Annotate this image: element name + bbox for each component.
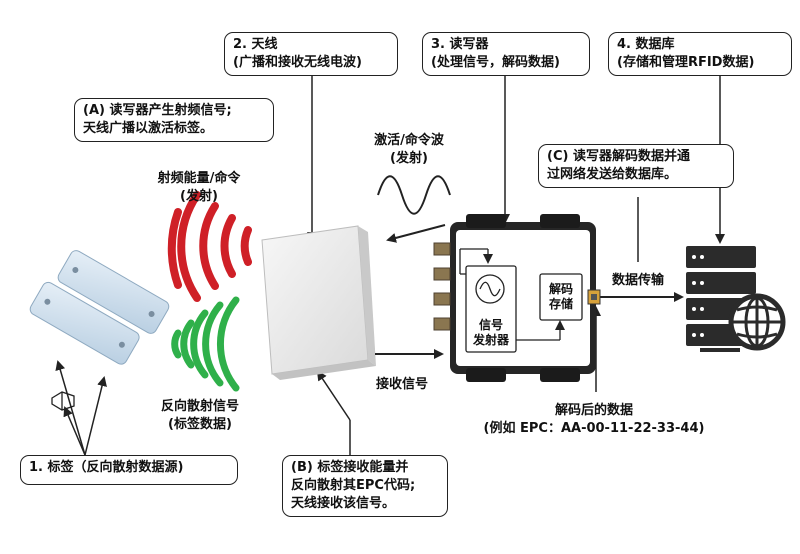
receive-signal-text: 接收信号 xyxy=(376,377,429,392)
step-a-line1: (A) 读写器产生射频信号; xyxy=(83,103,232,118)
backscatter-line1: 反向散射信号 xyxy=(160,399,239,414)
reader-title-line2: (处理信号，解码数据) xyxy=(431,55,560,70)
signal-transmitter-line1: 信号 xyxy=(478,318,503,332)
data-transfer-text: 数据传输 xyxy=(612,273,665,288)
rfid-reader-icon xyxy=(433,214,596,382)
rf-energy-line2: (发射) xyxy=(180,189,218,204)
step-b-box: (B) 标签接收能量并 反向散射其EPC代码; 天线接收该信号。 xyxy=(282,455,448,517)
signal-arrows xyxy=(375,224,684,359)
decode-store-label: 解码 存储 xyxy=(540,282,582,312)
rf-energy-waves xyxy=(167,191,252,302)
step-b-line2: 反向散射其EPC代码; xyxy=(291,478,416,493)
reader-title-box: 3. 读写器 (处理信号，解码数据) xyxy=(422,32,590,76)
backscatter-line2: (标签数据) xyxy=(168,417,232,432)
activation-wave-line2: (发射) xyxy=(390,151,428,166)
step-b-line1: (B) 标签接收能量并 xyxy=(291,460,409,475)
tag-title-line1: 1. 标签（反向散射数据源) xyxy=(29,460,184,475)
step-a-line2: 天线广播以激活标签。 xyxy=(83,121,214,136)
signal-transmitter-label: 信号 发射器 xyxy=(466,318,516,348)
decoded-data-line1: 解码后的数据 xyxy=(554,403,633,418)
tag-title-box: 1. 标签（反向散射数据源) xyxy=(20,455,238,485)
signal-transmitter-line2: 发射器 xyxy=(472,333,509,347)
decode-store-line1: 解码 xyxy=(548,282,573,296)
antenna-title-line2: (广播和接收无线电波) xyxy=(233,55,362,70)
antenna-title-box: 2. 天线 (广播和接收无线电波) xyxy=(224,32,398,76)
rf-energy-label: 射频能量/命令 (发射) xyxy=(140,170,258,206)
sine-wave-icon xyxy=(377,175,451,215)
ethernet-port-icon xyxy=(587,289,601,305)
antenna-title-line1: 2. 天线 xyxy=(233,37,278,52)
receive-signal-label: 接收信号 xyxy=(376,376,428,394)
database-title-line1: 4. 数据库 xyxy=(617,37,675,52)
backscatter-waves xyxy=(171,296,240,392)
decode-store-line2: 存储 xyxy=(548,297,573,311)
rfid-tag-icon xyxy=(29,250,170,365)
database-title-box: 4. 数据库 (存储和管理RFID数据) xyxy=(608,32,792,76)
step-c-line2: 过网络发送给数据库。 xyxy=(547,167,678,182)
reader-title-line1: 3. 读写器 xyxy=(431,37,489,52)
globe-icon xyxy=(728,293,786,351)
decoded-data-line2: (例如 EPC：AA-00-11-22-33-44) xyxy=(483,421,705,436)
backscatter-label: 反向散射信号 (标签数据) xyxy=(146,398,254,434)
activation-wave-line1: 激活/命令波 xyxy=(374,133,444,148)
step-a-box: (A) 读写器产生射频信号; 天线广播以激活标签。 xyxy=(74,98,274,142)
sensor-tag-icon xyxy=(51,391,75,411)
data-transfer-label: 数据传输 xyxy=(612,272,664,290)
antenna-panel-icon xyxy=(261,225,376,380)
decoded-data-label: 解码后的数据 (例如 EPC：AA-00-11-22-33-44) xyxy=(472,402,716,438)
step-b-line3: 天线接收该信号。 xyxy=(291,496,396,511)
step-c-line1: (C) 读写器解码数据并通 xyxy=(547,149,690,164)
database-title-line2: (存储和管理RFID数据) xyxy=(617,55,755,70)
step-c-box: (C) 读写器解码数据并通 过网络发送给数据库。 xyxy=(538,144,734,188)
activation-wave-label: 激活/命令波 (发射) xyxy=(356,132,462,168)
rf-energy-line1: 射频能量/命令 xyxy=(157,171,241,186)
